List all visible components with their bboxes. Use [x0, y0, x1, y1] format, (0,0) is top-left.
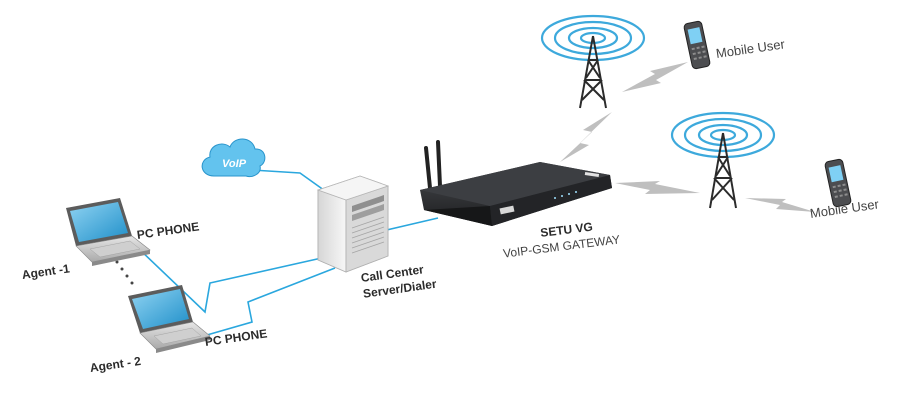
- bolt-gateway-tower2: [615, 181, 700, 194]
- call-center-server-icon: [316, 175, 390, 273]
- bolt-tower1-mobile1: [622, 62, 688, 92]
- agent1-laptop-icon: [66, 198, 151, 266]
- cell-tower-2-icon: [670, 111, 776, 209]
- bolt-gateway-tower1: [560, 112, 612, 162]
- mobile-user-1-phone-icon: [683, 20, 711, 70]
- bolt-tower2-mobile2: [745, 198, 815, 212]
- agent2-laptop-icon: [128, 285, 211, 353]
- voip-cloud-icon: VoIP: [201, 138, 266, 177]
- setu-vg-gateway-icon: [420, 140, 612, 226]
- cell-tower-1-icon: [540, 14, 646, 109]
- link-agent2-server: [199, 267, 336, 338]
- wireless-links: [560, 62, 815, 212]
- voip-label: VoIP: [222, 158, 247, 170]
- agent-dots: [115, 260, 134, 285]
- mobile-user-2-phone-icon: [824, 158, 852, 208]
- link-agent1-server: [137, 247, 336, 314]
